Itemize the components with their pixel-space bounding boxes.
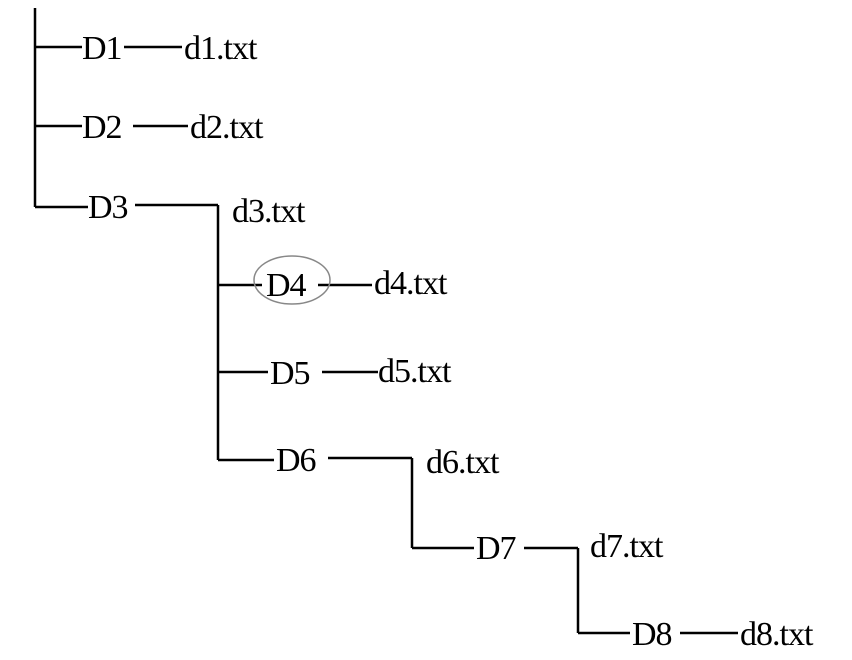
dir-label-d6: D6 — [276, 442, 316, 479]
file-label-d5: d5.txt — [378, 353, 452, 390]
file-label-d6: d6.txt — [426, 444, 500, 481]
dir-label-d1: D1 — [82, 30, 122, 67]
file-label-d4: d4.txt — [374, 265, 448, 302]
dir-label-d2: D2 — [82, 109, 122, 146]
highlight-ellipse-d4 — [253, 255, 331, 305]
dir-label-d5: D5 — [270, 355, 310, 392]
directory-labels: D1 D2 D3 D4 D5 D6 D7 D8 — [82, 30, 673, 653]
dir-label-d4: D4 — [266, 267, 307, 304]
file-label-d3: d3.txt — [232, 193, 306, 230]
dir-label-d7: D7 — [476, 530, 517, 567]
file-label-d7: d7.txt — [590, 528, 664, 565]
file-label-d8: d8.txt — [740, 616, 814, 653]
file-labels: d1.txt d2.txt d3.txt d4.txt d5.txt d6.tx… — [184, 30, 815, 653]
file-label-d1: d1.txt — [184, 30, 258, 67]
dir-label-d3: D3 — [88, 189, 128, 226]
file-label-d2: d2.txt — [190, 109, 264, 146]
tree-connectors — [33, 8, 738, 635]
dir-label-d8: D8 — [632, 616, 672, 653]
